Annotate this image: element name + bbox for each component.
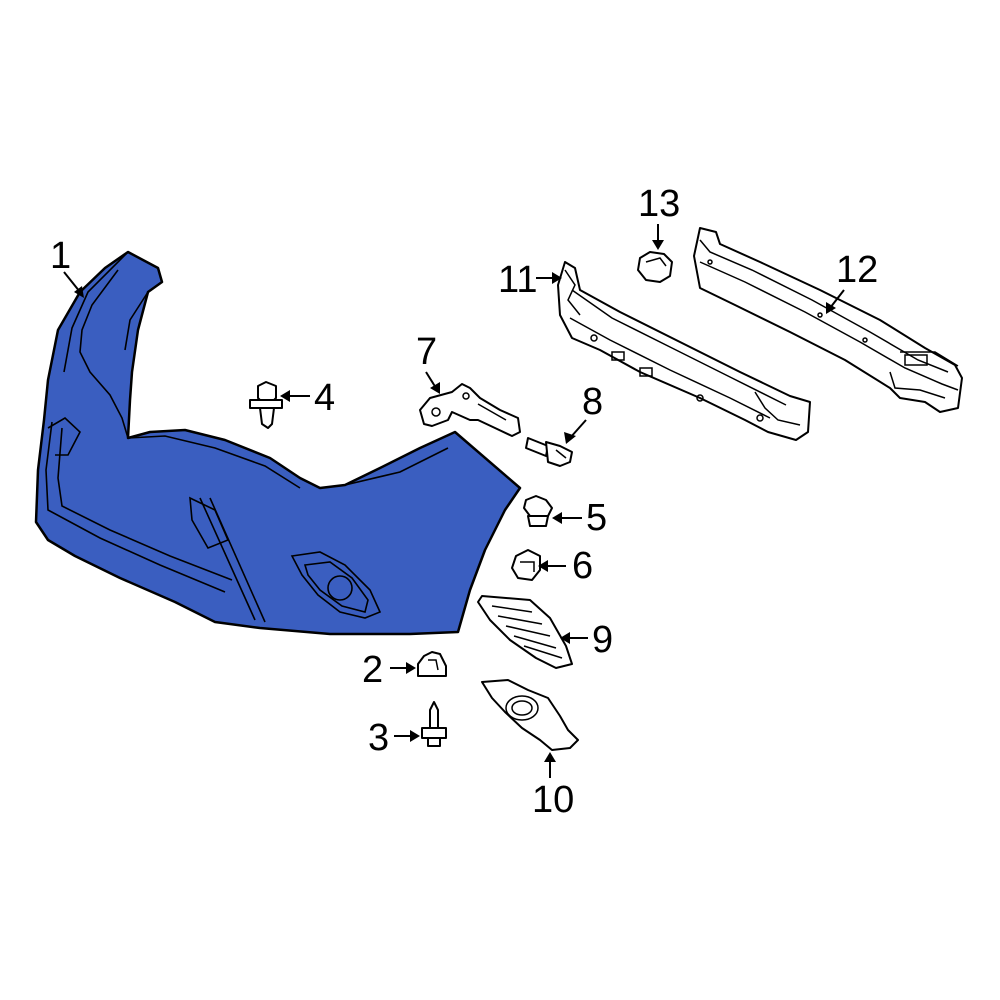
callout-3: 3 [368, 717, 389, 759]
callout-7: 7 [416, 331, 437, 373]
clip-part[interactable] [523, 495, 553, 527]
energy-absorber-part[interactable] [557, 261, 811, 441]
callout-8: 8 [582, 381, 603, 423]
callout-10: 10 [532, 779, 574, 821]
callout-labels: 1 2 3 4 5 6 7 8 9 10 11 12 13 [50, 183, 878, 821]
fog-lamp-bezel-part[interactable] [481, 679, 579, 751]
callout-4: 4 [314, 377, 335, 419]
callout-6: 6 [572, 545, 593, 587]
callout-13: 13 [638, 183, 680, 225]
reinforcement-beam-part[interactable] [693, 227, 963, 413]
leader-arrows [63, 224, 845, 778]
grille-part[interactable] [477, 595, 573, 669]
callout-1: 1 [50, 235, 71, 277]
bolt-part[interactable] [525, 437, 573, 467]
callout-2: 2 [362, 649, 383, 691]
callout-11: 11 [498, 259, 537, 301]
callout-5: 5 [586, 497, 607, 539]
retainer-part[interactable] [511, 549, 541, 581]
screw-part[interactable] [421, 701, 447, 747]
bumper-cover-part[interactable] [34, 250, 522, 636]
bracket-part[interactable] [419, 383, 521, 437]
clip-2-part[interactable] [417, 651, 447, 677]
nut-part[interactable] [637, 251, 673, 283]
callout-12: 12 [836, 249, 878, 291]
push-pin-part[interactable] [249, 381, 283, 429]
callout-9: 9 [592, 619, 613, 661]
